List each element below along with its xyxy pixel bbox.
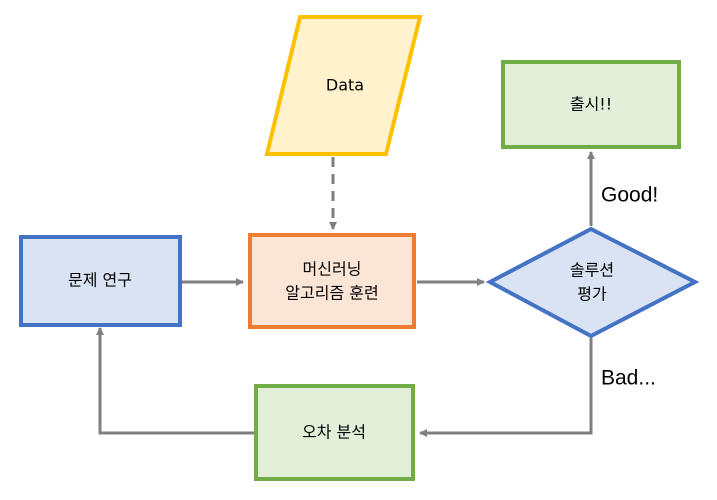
problem-study-box bbox=[19, 235, 182, 327]
edge-label-good: Good! bbox=[601, 184, 658, 207]
problem-study-label: 문제 연구 bbox=[68, 271, 132, 290]
node-evaluate: 솔루션 평가 bbox=[485, 226, 700, 339]
evaluate-label-line2: 평가 bbox=[577, 285, 607, 304]
connectors bbox=[96, 151, 595, 437]
evaluate-diamond bbox=[485, 226, 700, 339]
data-label: Data bbox=[326, 76, 364, 95]
ml-training-box bbox=[248, 233, 416, 329]
edge-label-bad: Bad... bbox=[601, 367, 656, 390]
evaluate-label-line1: 솔루션 bbox=[570, 261, 614, 280]
node-data: Data bbox=[264, 15, 423, 156]
ml-training-label-line1: 머신러닝 bbox=[303, 260, 362, 279]
arrow-error-analysis-to-study bbox=[96, 327, 256, 435]
node-problem-study: 문제 연구 bbox=[19, 235, 182, 327]
ml-training-label-line2: 알고리즘 훈련 bbox=[285, 284, 378, 303]
node-launch: 출시!! bbox=[501, 60, 681, 149]
launch-box bbox=[501, 60, 681, 149]
node-ml-training: 머신러닝 알고리즘 훈련 bbox=[248, 233, 416, 329]
error-analysis-box bbox=[254, 384, 415, 481]
arrow-evaluate-to-error-analysis bbox=[419, 338, 593, 437]
launch-label: 출시!! bbox=[570, 95, 612, 114]
data-parallelogram bbox=[264, 15, 423, 156]
error-analysis-label: 오차 분석 bbox=[302, 423, 366, 442]
node-error-analysis: 오차 분석 bbox=[254, 384, 415, 481]
